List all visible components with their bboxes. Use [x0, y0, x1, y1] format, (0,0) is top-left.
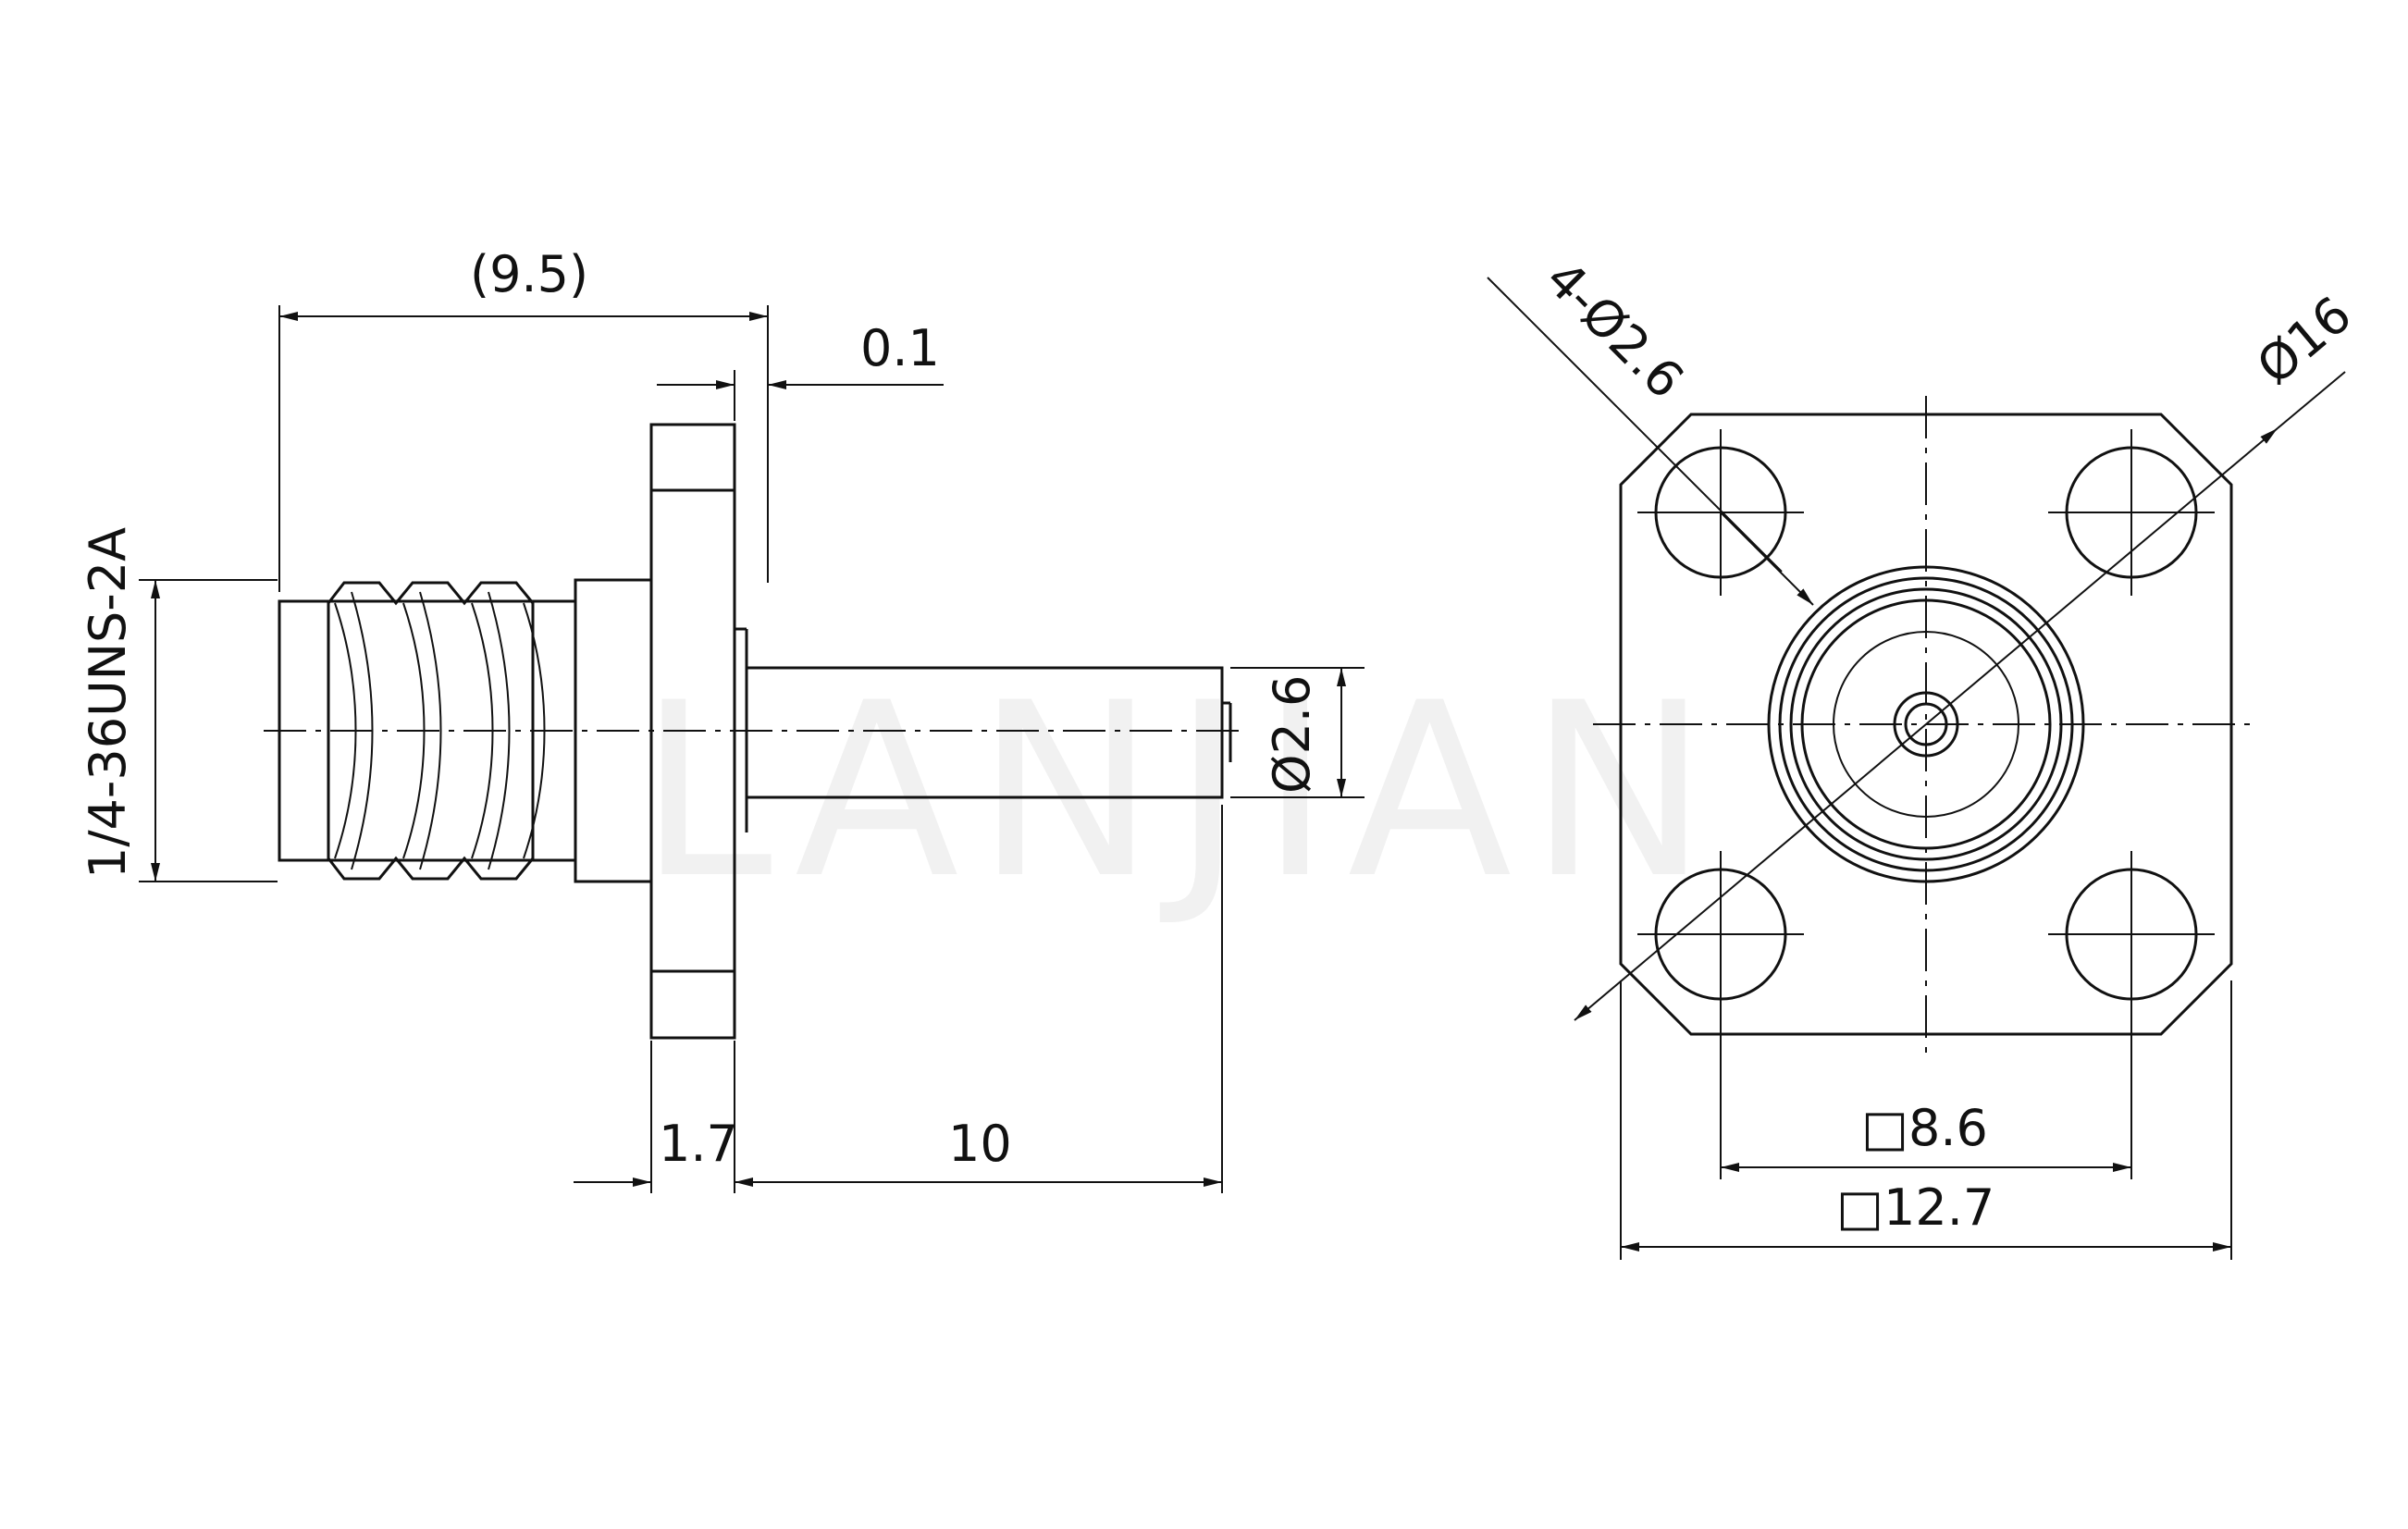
dim-flange-size: □12.7: [1836, 1178, 1994, 1237]
side-view: (9.5) 0.1 1/4-36UNS-2A Ø2.6 1.7 10: [79, 245, 1365, 1193]
dim-thread-spec: 1/4-36UNS-2A: [79, 527, 137, 879]
dim-overall-length: (9.5): [470, 245, 588, 303]
dim-pin-length: 10: [948, 1115, 1012, 1173]
dim-bolt-circle: Ø16: [2246, 285, 2363, 396]
dim-pin-diameter: Ø2.6: [1263, 675, 1321, 794]
dim-flange-thickness: 1.7: [659, 1115, 738, 1173]
thread-crests: [327, 581, 535, 881]
watermark-text: LANJIAN: [638, 652, 1725, 931]
dim-hole-spacing: □8.6: [1861, 1099, 1988, 1157]
dim-flange-gap: 0.1: [860, 319, 940, 377]
dim-holes: 4-Ø2.6: [1535, 250, 1695, 410]
